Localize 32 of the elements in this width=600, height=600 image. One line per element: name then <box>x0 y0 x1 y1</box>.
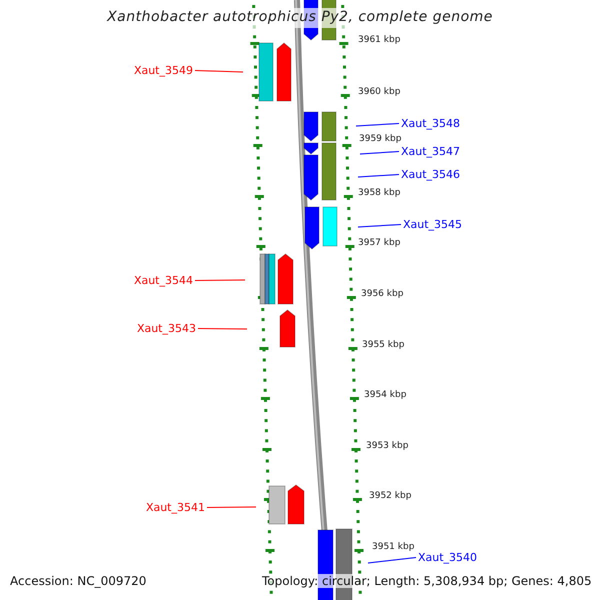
gene-label: Xaut_3545 <box>403 218 462 231</box>
scale-label: 3958 kbp <box>358 188 400 198</box>
scale-label: 3957 kbp <box>358 238 400 248</box>
title: Xanthobacter autotrophicus Py2, complete genome <box>106 9 494 25</box>
leader-line <box>360 151 400 154</box>
scale-label: 3955 kbp <box>362 340 404 350</box>
gene-label: Xaut_3548 <box>401 117 460 130</box>
leader-line <box>368 557 416 564</box>
scale-label: 3952 kbp <box>369 491 412 501</box>
scale-label: 3953 kbp <box>366 441 408 451</box>
gene-label: Xaut_3547 <box>401 145 460 158</box>
scale-label: 3954 kbp <box>364 390 406 400</box>
scale-label: 3960 kbp <box>358 87 400 97</box>
accession-text: Accession: NC_009720 <box>10 574 146 588</box>
scale-label: 3956 kbp <box>361 289 404 299</box>
leader-line <box>194 280 246 281</box>
leader-line <box>358 224 402 228</box>
leader-line <box>206 506 256 508</box>
scale-label: 3961 kbp <box>358 35 400 45</box>
leader-line <box>356 123 400 126</box>
gene-label: Xaut_3540 <box>418 551 478 564</box>
gene-label: Xaut_3543 <box>136 322 196 335</box>
leader-line <box>358 174 400 178</box>
scale-label: 3951 kbp <box>372 542 414 552</box>
gene-label: Xaut_3544 <box>134 274 193 287</box>
genome-info-text: Topology: circular; Length: 5,308,934 bp; Genes: 4,805 <box>262 574 592 588</box>
leader-line <box>194 70 244 72</box>
gene-label: Xaut_3549 <box>134 64 193 77</box>
gene-label: Xaut_3541 <box>146 501 205 514</box>
scale-label: 3959 kbp <box>359 134 402 144</box>
gene-label: Xaut_3546 <box>401 168 460 181</box>
leader-line <box>198 328 248 330</box>
